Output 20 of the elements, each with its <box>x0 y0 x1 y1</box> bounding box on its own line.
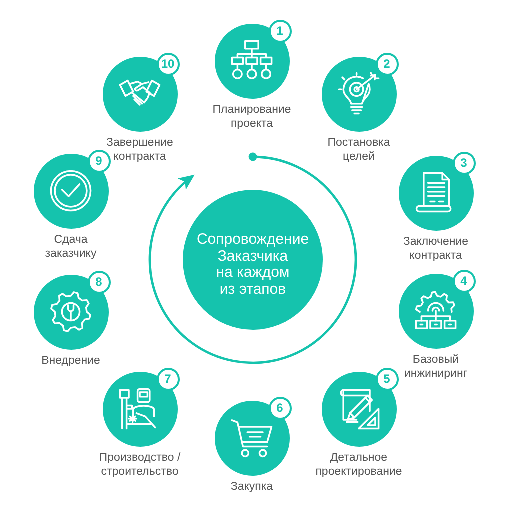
step-number: 6 <box>268 396 292 420</box>
stage-label: Сдача заказчику <box>45 232 97 260</box>
stage-label: Детальное проектирование <box>316 450 402 478</box>
hub-title: Сопровождение Заказчика на каждом из этапов <box>196 232 310 298</box>
step-number: 7 <box>156 368 180 390</box>
stage-label: Закупка <box>230 480 274 494</box>
step-number: 10 <box>156 52 180 76</box>
stage-label: Планирование проекта <box>212 102 292 130</box>
step-number: 9 <box>88 150 110 172</box>
step-number: 1 <box>268 20 292 42</box>
step-number: 5 <box>376 368 398 390</box>
stage-label: Внедрение <box>42 354 100 368</box>
step-number: 8 <box>88 270 110 294</box>
stage-label: Заключение контракта <box>403 234 469 262</box>
step-number: 3 <box>452 152 476 174</box>
stage-label: Производство / строительство <box>99 450 181 478</box>
stage-label: Постановка целей <box>328 136 390 164</box>
stage-label: Базовый инжиниринг <box>404 352 468 380</box>
step-number: 2 <box>376 52 398 76</box>
step-number: 4 <box>452 270 476 292</box>
